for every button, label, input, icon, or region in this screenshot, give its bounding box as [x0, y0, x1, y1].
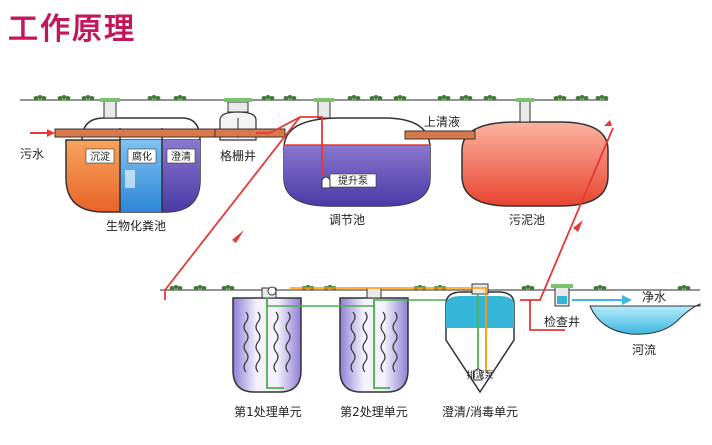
flow-arrow-down	[232, 230, 244, 243]
return-pump-label: 排泥泵	[466, 369, 493, 381]
inflow-label: 污水	[20, 147, 44, 161]
septic-tank-label: 生物化粪池	[106, 219, 166, 233]
flow-arrow-supernatant	[604, 120, 612, 126]
clarify-unit	[445, 283, 515, 394]
compartment-label-clarify: 澄清	[171, 150, 191, 163]
grid-well	[214, 98, 286, 141]
treatment-unit-2	[339, 287, 409, 393]
clarify-unit-label: 澄清/消毒单元	[442, 404, 518, 419]
flow-arrow-up	[573, 220, 583, 232]
inspection-well	[551, 284, 573, 307]
septic-tank	[54, 98, 216, 213]
regulating-tank	[283, 98, 431, 207]
sludge-tank	[404, 98, 609, 207]
compartment-label-sediment: 沉淀	[90, 150, 110, 163]
inspection-well-label: 检查井	[544, 314, 580, 329]
pipe-network	[164, 116, 614, 331]
river	[589, 303, 701, 335]
pipe-orange	[290, 287, 487, 294]
clean-water-label: 净水	[642, 290, 666, 304]
unit-1-label: 第1处理单元	[234, 405, 302, 419]
river-label: 河流	[632, 343, 656, 357]
supernatant-label: 上清液	[424, 114, 460, 129]
clean-water-arrow	[622, 295, 632, 305]
compartment-label-decay: 腐化	[132, 150, 152, 163]
grid-well-label: 格栅井	[220, 148, 256, 163]
pipe-green	[266, 299, 480, 307]
page-title: 工作原理	[8, 12, 136, 47]
lift-pump-label: 提升泵	[338, 175, 368, 187]
unit-2-label: 第2处理单元	[340, 405, 408, 419]
regulating-tank-label: 调节池	[329, 213, 365, 227]
treatment-unit-1	[232, 286, 302, 393]
sludge-tank-label: 污泥池	[509, 213, 545, 227]
